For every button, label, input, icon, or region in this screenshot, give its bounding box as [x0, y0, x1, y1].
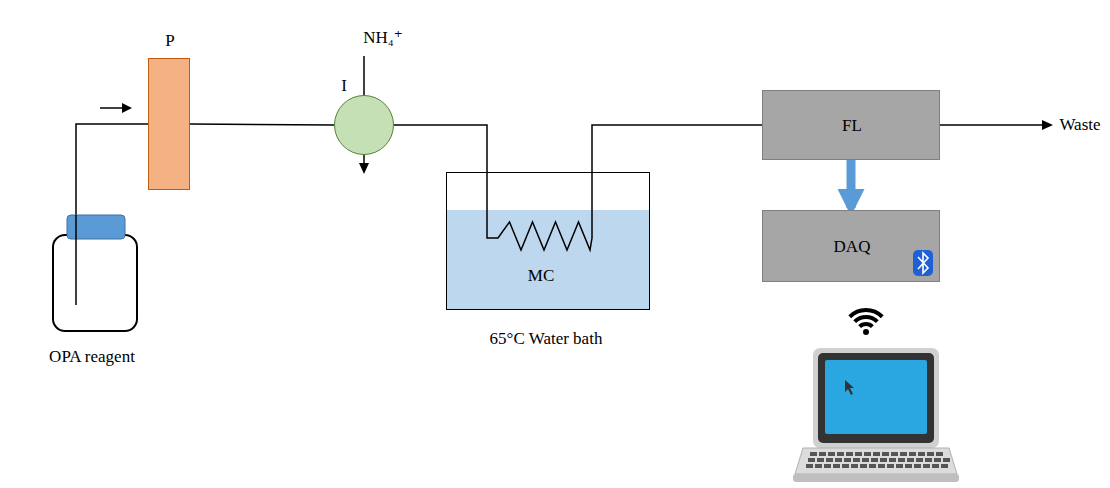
reagent-label: OPA reagent	[49, 348, 135, 367]
key	[806, 464, 813, 468]
tubing	[592, 125, 762, 172]
wireless-symbol	[850, 310, 883, 335]
key	[923, 464, 930, 468]
daq-box: DAQ	[762, 210, 940, 282]
key	[860, 464, 867, 468]
key	[925, 458, 932, 462]
key	[914, 464, 921, 468]
key	[880, 458, 887, 462]
bottle-body	[53, 235, 137, 331]
laptop-bezel	[818, 353, 934, 443]
key	[824, 464, 831, 468]
mixing-coil	[487, 172, 592, 250]
key	[916, 458, 923, 462]
valve-label: I	[341, 77, 347, 96]
bluetooth-icon	[913, 250, 933, 276]
reagent-bottle: OPA reagent	[52, 215, 138, 332]
key	[869, 464, 876, 468]
key	[905, 464, 912, 468]
wireless-arc	[855, 317, 878, 322]
key	[851, 464, 858, 468]
tubing	[76, 124, 148, 215]
key	[833, 464, 840, 468]
sample-label: NH₄⁺	[363, 29, 402, 48]
key	[837, 452, 844, 456]
key	[898, 458, 905, 462]
key	[918, 452, 925, 456]
key	[835, 458, 842, 462]
key	[864, 452, 871, 456]
waste-label: Waste	[1059, 116, 1100, 135]
water	[447, 210, 649, 309]
laptop-screen	[825, 360, 927, 434]
key	[878, 464, 885, 468]
laptop-edge	[793, 474, 959, 482]
laptop-lid	[813, 348, 939, 448]
key	[936, 452, 943, 456]
key	[862, 458, 869, 462]
detector-label: FL	[842, 117, 862, 136]
key	[846, 452, 853, 456]
bluetooth-rune	[918, 253, 928, 273]
injection-valve: I	[334, 95, 394, 155]
laptop	[793, 348, 959, 482]
key	[943, 458, 950, 462]
key	[810, 452, 817, 456]
keyboard	[806, 452, 950, 468]
coil-label: MC	[528, 267, 554, 286]
key	[887, 464, 894, 468]
key	[873, 452, 880, 456]
sample-arrowhead	[359, 163, 369, 174]
key	[817, 458, 824, 462]
key	[900, 452, 907, 456]
key	[819, 452, 826, 456]
key	[815, 464, 822, 468]
daq-label: DAQ	[834, 238, 871, 257]
key	[896, 464, 903, 468]
key	[882, 452, 889, 456]
key	[891, 452, 898, 456]
waste-arrowhead	[1042, 120, 1053, 130]
detector-box: FL	[762, 90, 940, 160]
bath-label: 65°C Water bath	[490, 330, 603, 349]
key	[828, 452, 835, 456]
key	[934, 458, 941, 462]
signal-arrow	[847, 160, 856, 208]
key	[889, 458, 896, 462]
tubing	[394, 125, 487, 172]
bottle-outline	[52, 215, 138, 332]
cursor	[845, 380, 854, 395]
flow-arrow	[100, 107, 124, 109]
tubing	[190, 124, 334, 125]
key	[853, 458, 860, 462]
key	[871, 458, 878, 462]
key	[855, 452, 862, 456]
waste-line	[940, 124, 1044, 126]
pump-label: P	[165, 32, 174, 51]
wireless-arc	[850, 310, 883, 317]
key	[909, 452, 916, 456]
pump-box: P	[148, 58, 190, 190]
key	[842, 464, 849, 468]
wireless-dot	[863, 329, 869, 335]
key	[844, 458, 851, 462]
key	[941, 464, 948, 468]
bluetooth-badge	[913, 250, 933, 276]
key	[826, 458, 833, 462]
key	[907, 458, 914, 462]
laptop-base	[795, 448, 957, 474]
key	[808, 458, 815, 462]
water-bath: MC65°C Water bath	[446, 172, 650, 310]
flow-arrowhead	[122, 103, 132, 113]
suction-tube	[75, 215, 77, 305]
key	[927, 452, 934, 456]
key	[932, 464, 939, 468]
wireless-arc	[860, 324, 873, 327]
